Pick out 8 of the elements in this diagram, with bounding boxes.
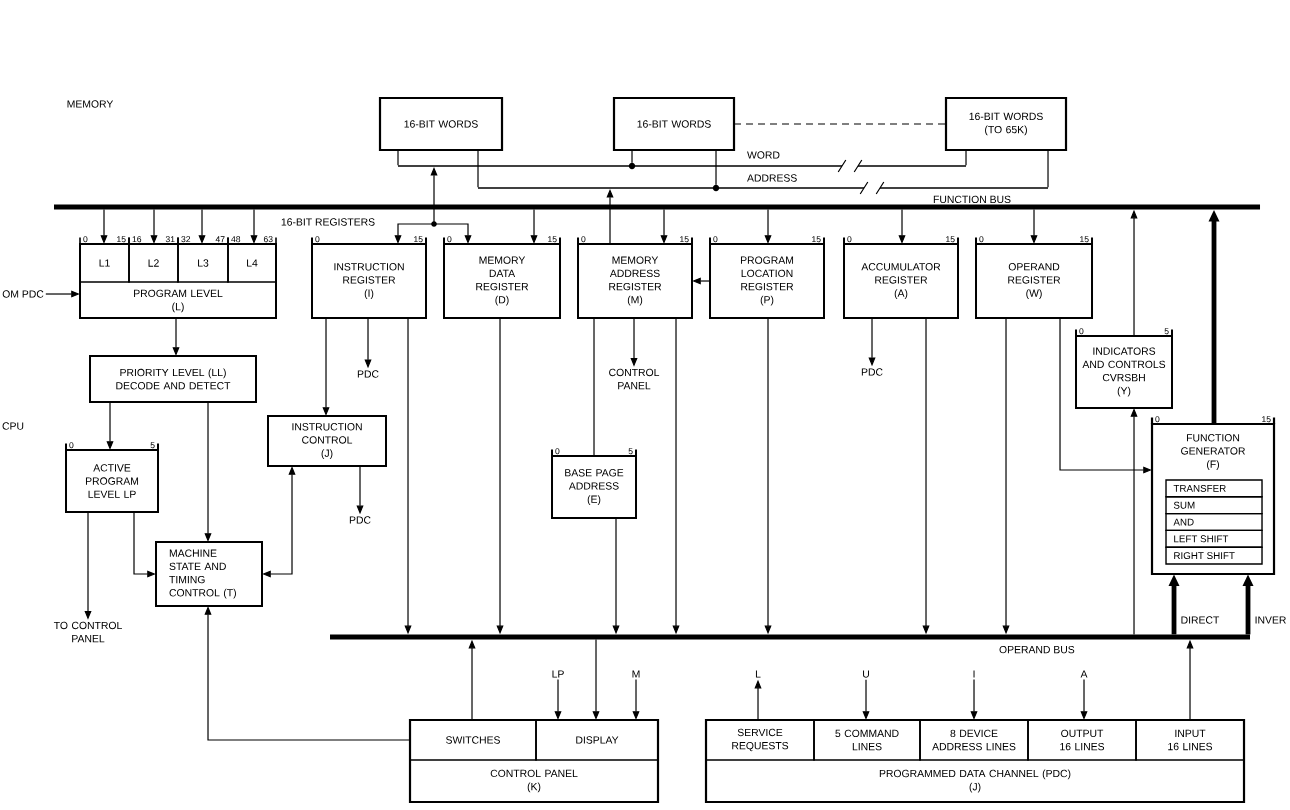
connector-line (1047, 149, 1049, 188)
connector-line (477, 149, 479, 188)
connector-line (631, 149, 633, 164)
connector-line (397, 149, 399, 166)
connector-line (715, 149, 717, 186)
connector-line (965, 149, 967, 166)
dashed-line (733, 123, 947, 125)
connector-line (593, 317, 595, 457)
